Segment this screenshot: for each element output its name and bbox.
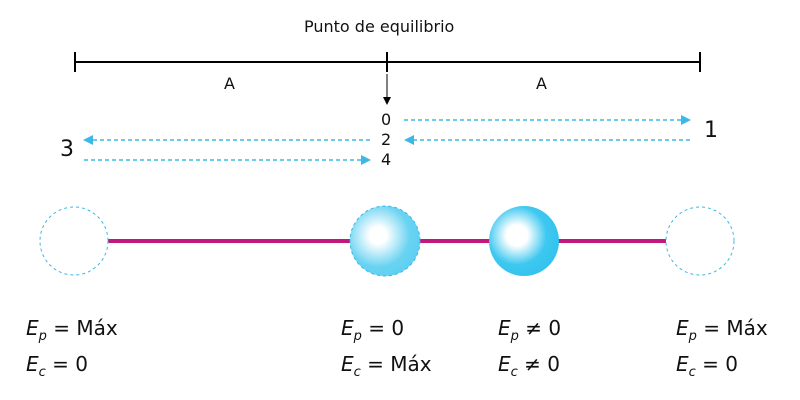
position-label-0: 0 [381, 110, 392, 129]
position-label-4: 4 [381, 150, 392, 169]
ball-right-ghost [665, 206, 735, 276]
position-label-3: 3 [60, 137, 74, 162]
energy-kinetic-left: Ec = 0 [26, 352, 88, 380]
energy-kinetic-right: Ec = 0 [676, 352, 738, 380]
amplitude-label-left: A [224, 74, 235, 93]
energy-potential-mid: Ep ≠ 0 [498, 316, 562, 344]
position-label-2: 2 [381, 130, 392, 149]
ball-left-ghost [39, 206, 109, 276]
energy-potential-right: Ep = Máx [676, 316, 768, 344]
energy-kinetic-mid: Ec ≠ 0 [498, 352, 560, 380]
position-label-1: 1 [704, 118, 718, 143]
ball-center [349, 205, 421, 277]
ball-mid [489, 206, 559, 276]
amplitude-scale [74, 52, 701, 72]
energy-kinetic-center: Ec = Máx [341, 352, 432, 380]
energy-potential-center: Ep = 0 [341, 316, 405, 344]
amplitude-label-right: A [536, 74, 547, 93]
equilibrium-title: Punto de equilibrio [304, 17, 455, 36]
energy-potential-left: Ep = Máx [26, 316, 118, 344]
